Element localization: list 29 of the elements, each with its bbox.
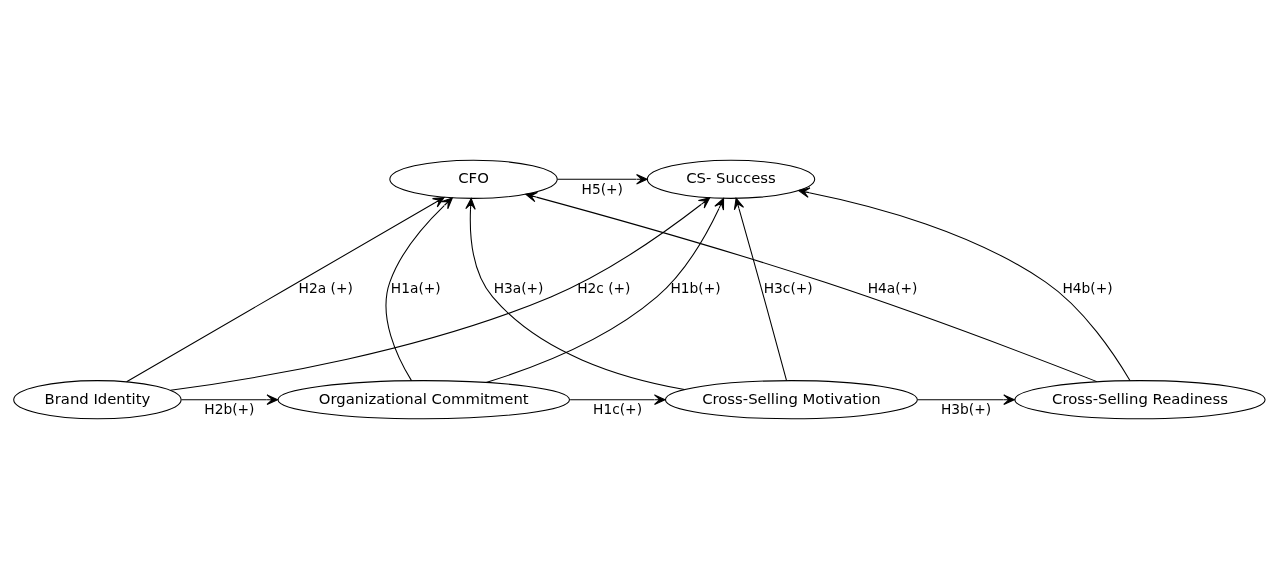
edge-label: H3a(+) [493,280,544,297]
arrow [569,394,666,405]
edge-label: H1c(+) [593,400,643,417]
edge-label: H1b(+) [670,280,721,297]
edge-label: H1a(+) [390,280,441,297]
edge-label: H3c(+) [763,280,813,297]
node-ellipse: Brand Identity [13,380,182,420]
arrow [556,174,648,185]
edge-label: H4b(+) [1062,280,1113,297]
arrow [733,197,787,381]
arrow [917,394,1015,405]
node-ellipse: Cross-Selling Readiness [1014,380,1266,420]
edge-label: H2c (+) [577,280,631,297]
arrow [525,191,1098,383]
arrow [169,197,711,391]
edge-label: H5(+) [581,180,623,197]
arrow [385,197,453,382]
node-ellipse: Organizational Commitment [277,380,571,420]
edge-label: H2a (+) [298,280,353,297]
edge-label: H3b(+) [940,400,992,417]
node-ellipse: Cross-Selling Motivation [664,380,918,420]
arrow [465,197,685,390]
arrow [485,198,725,383]
edge-label: H4a(+) [867,280,918,297]
arrow [180,394,279,405]
edge-label: H2b(+) [204,400,255,417]
node-ellipse: CFO [389,159,558,199]
arrow [126,196,445,383]
arrow [798,187,1131,382]
